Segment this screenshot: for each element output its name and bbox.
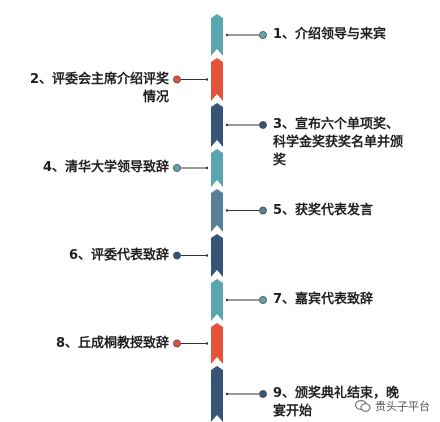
connector-dot-4 <box>173 164 181 172</box>
step-label-7: 7、嘉宾代表致辞 <box>273 292 374 307</box>
timeline-segment-7 <box>211 279 223 321</box>
connector-tick-8 <box>205 342 209 345</box>
timeline-segment-9 <box>211 366 223 422</box>
connector-dot-8 <box>173 339 181 348</box>
timeline-segment-5 <box>211 189 223 232</box>
step-label-6: 6、评委代表致辞 <box>68 247 169 263</box>
watermark-text: 贵头子平台 <box>375 400 430 413</box>
step-label-1: 1、介绍领导与来宾 <box>273 27 387 42</box>
connector-dot-2 <box>173 75 181 84</box>
timeline-segment-2 <box>211 58 223 101</box>
connector-tick-9 <box>225 392 229 396</box>
connector-tick-1 <box>225 33 229 37</box>
connector-dot-7 <box>259 296 267 304</box>
watermark: 贵头子平台 <box>354 398 430 414</box>
timeline-segment-6 <box>211 234 223 277</box>
timeline-segment-4 <box>211 149 223 187</box>
step-label-8: 8、丘成桐教授致辞 <box>55 335 169 351</box>
connector-dot-9 <box>259 390 267 398</box>
connector-dot-3 <box>259 121 267 129</box>
step-label-3: 3、宣布六个单项奖、 科学金奖获奖名单并颁 奖 <box>273 117 404 168</box>
step-label-5: 5、获奖代表发言 <box>273 202 374 218</box>
step-label-4: 4、清华大学领导致辞 <box>42 160 169 175</box>
connector-tick-7 <box>225 298 229 302</box>
connector-tick-2 <box>205 78 209 81</box>
connector-dot-5 <box>259 206 267 215</box>
wechat-icon <box>354 399 371 413</box>
step-label-9: 9、颁奖典礼结束，晚 宴开始 <box>273 386 400 419</box>
connector-tick-3 <box>225 123 229 127</box>
connector-tick-6 <box>205 254 209 257</box>
timeline-segment-3 <box>211 103 223 147</box>
timeline-segment-1 <box>211 14 223 56</box>
connector-tick-5 <box>225 209 229 212</box>
connector-dot-6 <box>173 251 181 260</box>
connector-tick-4 <box>205 166 209 170</box>
timeline-segment-8 <box>211 323 223 364</box>
step-label-2: 2、评委会主席介绍评奖 情况 <box>29 71 169 105</box>
connector-dot-1 <box>259 31 267 39</box>
